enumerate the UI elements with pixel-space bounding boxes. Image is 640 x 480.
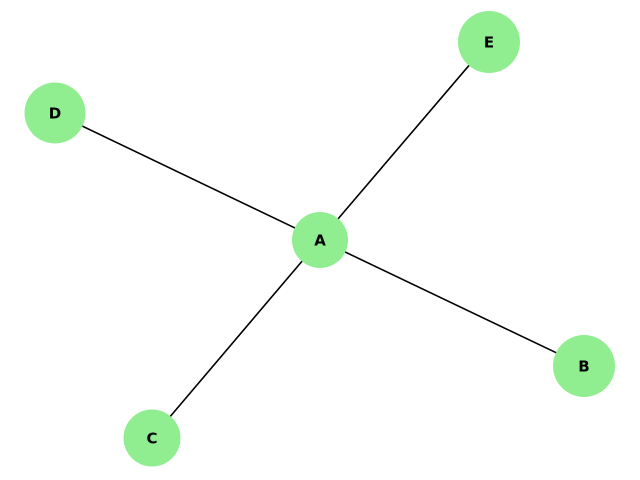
graph-node-a[interactable]: A bbox=[292, 212, 348, 268]
node-circle-d[interactable] bbox=[24, 82, 86, 144]
edges-layer bbox=[81, 64, 558, 418]
node-label-b: B bbox=[578, 358, 589, 376]
graph-node-b[interactable]: B bbox=[553, 335, 615, 397]
node-circle-e[interactable] bbox=[458, 11, 520, 73]
graph-node-d[interactable]: D bbox=[24, 82, 86, 144]
graph-edge bbox=[81, 125, 296, 230]
graph-edge bbox=[336, 64, 471, 220]
node-circle-b[interactable] bbox=[553, 335, 615, 397]
node-label-e: E bbox=[484, 34, 494, 52]
node-circle-c[interactable] bbox=[123, 409, 181, 467]
graph-node-e[interactable]: E bbox=[458, 11, 520, 73]
graph-edge bbox=[169, 260, 304, 418]
node-label-a: A bbox=[314, 232, 326, 250]
node-label-c: C bbox=[146, 430, 157, 448]
nodes-layer: A B C D E bbox=[24, 11, 615, 467]
graph-node-c[interactable]: C bbox=[123, 409, 181, 467]
node-label-d: D bbox=[49, 105, 61, 123]
node-circle-a[interactable] bbox=[292, 212, 348, 268]
graph-edge bbox=[344, 250, 558, 354]
